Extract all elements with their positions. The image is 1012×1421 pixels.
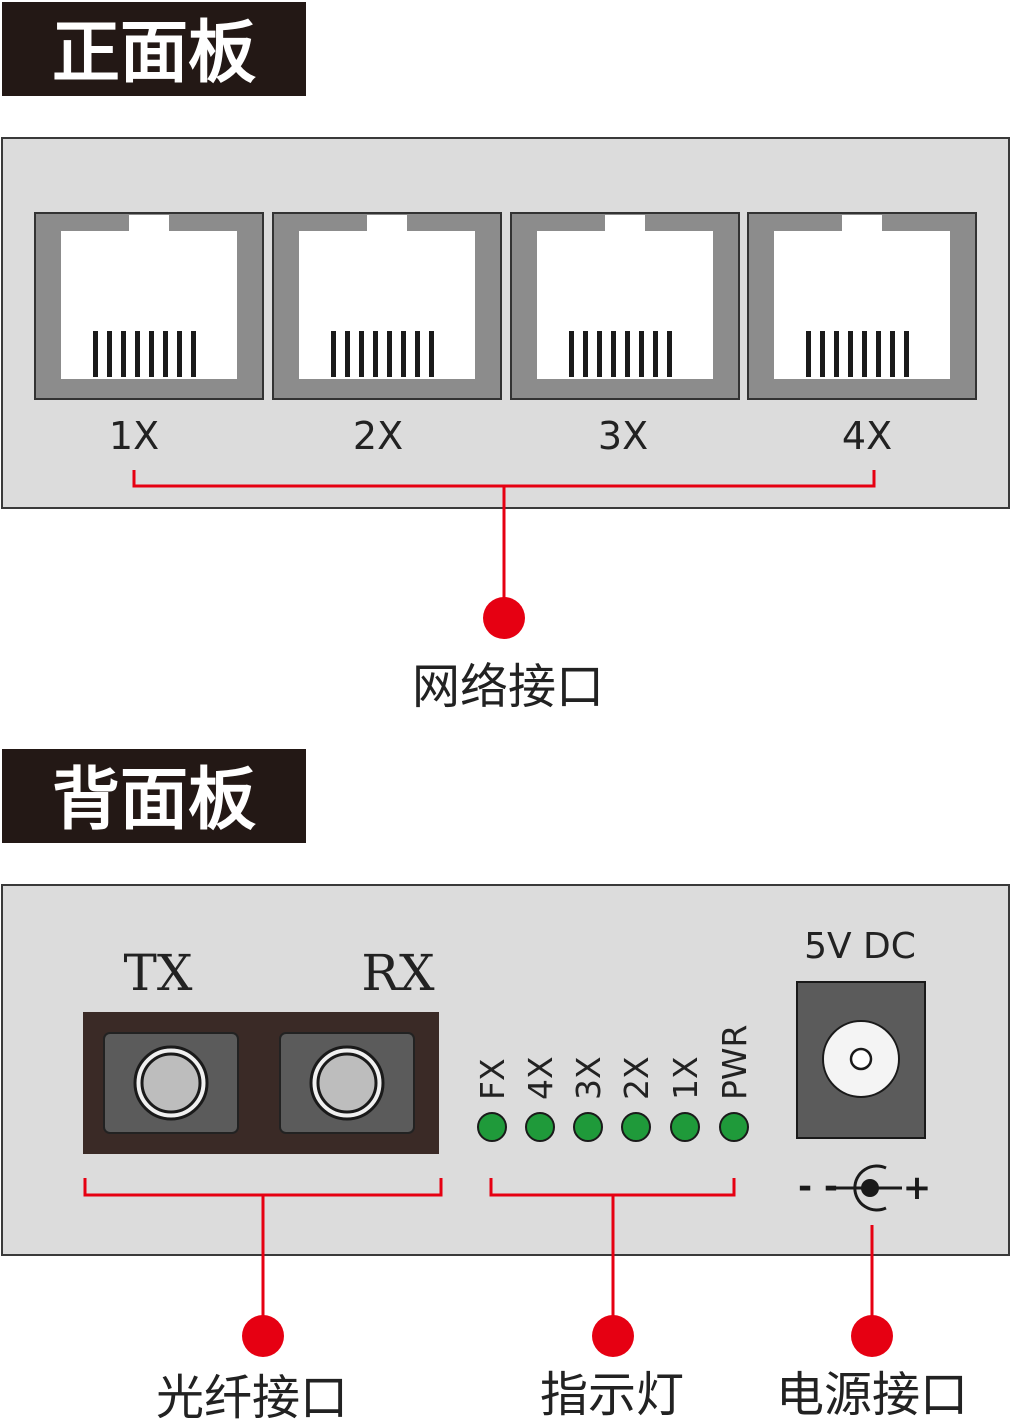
port-label-3: 3X <box>598 414 648 458</box>
rj45-pins-icon <box>569 331 672 377</box>
port-label-1: 1X <box>109 414 159 458</box>
led-label-fx: FX <box>473 1058 512 1100</box>
led-label-2x: 2X <box>617 1056 656 1100</box>
led-label-4x: 4X <box>521 1056 560 1100</box>
rj45-port-3 <box>510 212 740 400</box>
led-label-3x: 3X <box>569 1056 608 1100</box>
callout-dot <box>851 1315 893 1357</box>
indicator-label: 指示灯 <box>540 1367 684 1421</box>
fiber-port-tx-icon <box>133 1045 209 1121</box>
power-port-label: 电源接口 <box>776 1367 968 1421</box>
front-panel: 1X 2X 3X 4X <box>1 137 1010 509</box>
port-label-2: 2X <box>353 414 403 458</box>
led-fx-icon <box>477 1112 507 1142</box>
polarity-arc-icon <box>853 1164 887 1212</box>
led-1x-icon <box>670 1112 700 1142</box>
back-header: 背面板 <box>2 749 306 843</box>
network-port-callout <box>132 470 876 600</box>
led-label-pwr: PWR <box>715 1025 754 1100</box>
back-panel: TX RX FX 4X 3X 2X 1X PWR <box>1 884 1010 1256</box>
front-header: 正面板 <box>2 2 306 96</box>
fiber-port-callout <box>83 1178 443 1318</box>
power-rating-label: 5V DC <box>804 926 916 967</box>
tx-label: TX <box>124 944 193 1002</box>
callout-dot <box>592 1315 634 1357</box>
rj45-port-2 <box>272 212 502 400</box>
fiber-port-label: 光纤接口 <box>156 1370 348 1421</box>
polarity-center-icon <box>861 1179 879 1197</box>
rj45-pins-icon <box>806 331 909 377</box>
led-3x-icon <box>573 1112 603 1142</box>
polarity-symbol: - - + <box>798 1164 932 1212</box>
rj45-pins-icon <box>93 331 196 377</box>
led-label-1x: 1X <box>666 1056 705 1100</box>
callout-dot <box>242 1315 284 1357</box>
polarity-minus: - - <box>798 1167 838 1207</box>
back-header-title: 背面板 <box>52 761 256 840</box>
fiber-port-rx-icon <box>309 1045 385 1121</box>
indicator-leds <box>477 1112 749 1142</box>
port-label-4: 4X <box>842 414 892 458</box>
rj45-pins-icon <box>331 331 434 377</box>
network-port-label: 网络接口 <box>412 659 604 715</box>
led-2x-icon <box>621 1112 651 1142</box>
rj45-port-1 <box>34 212 264 400</box>
indicator-callout <box>489 1178 736 1318</box>
led-4x-icon <box>525 1112 555 1142</box>
dc-jack <box>796 981 926 1139</box>
rx-label: RX <box>361 944 435 1002</box>
callout-dot <box>483 597 525 639</box>
fiber-connector <box>83 1012 439 1154</box>
front-header-title: 正面板 <box>52 14 256 93</box>
polarity-plus: + <box>903 1168 932 1208</box>
led-pwr-icon <box>719 1112 749 1142</box>
rj45-port-4 <box>747 212 977 400</box>
